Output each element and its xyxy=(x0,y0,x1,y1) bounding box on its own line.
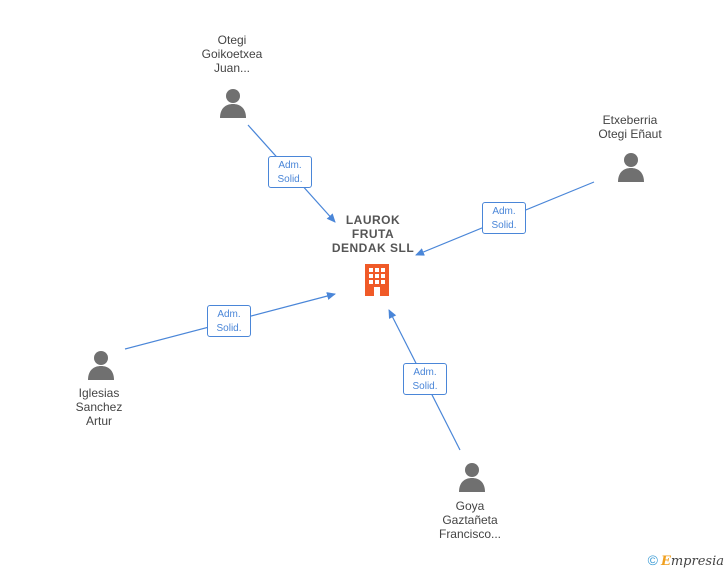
person-name-line: Sanchez xyxy=(75,400,123,414)
role-line: Solid. xyxy=(412,381,438,392)
person-name-otegi[interactable]: Otegi Goikoetxea Juan... xyxy=(180,33,284,75)
person-name-line: Juan... xyxy=(213,61,251,75)
person-name-line: Francisco... xyxy=(438,527,501,541)
person-icon[interactable] xyxy=(218,88,248,118)
person-name-line: Otegi xyxy=(217,33,247,47)
brand-initial: E xyxy=(660,554,671,569)
role-line: Adm. xyxy=(278,160,302,171)
role-badge-etxeberria[interactable]: Adm. Solid. xyxy=(482,202,526,234)
person-name-line: Otegi Eñaut xyxy=(598,127,662,141)
company-name-line: FRUTA xyxy=(351,227,395,241)
person-name-line: Goikoetxea xyxy=(201,47,263,61)
person-name-etxeberria[interactable]: Etxeberria Otegi Eñaut xyxy=(574,113,686,141)
person-icon[interactable] xyxy=(86,350,116,380)
person-name-line: Goya xyxy=(455,499,485,513)
footer-brand[interactable]: ©Empresia xyxy=(648,552,724,569)
person-name-line: Iglesias xyxy=(78,386,120,400)
role-line: Solid. xyxy=(216,323,242,334)
company-name-line: LAUROK xyxy=(345,213,401,227)
person-name-line: Gaztañeta xyxy=(442,513,498,527)
person-icon[interactable] xyxy=(616,152,646,182)
person-name-goya[interactable]: Goya Gaztañeta Francisco... xyxy=(420,499,520,541)
brand-name: mpresia xyxy=(670,554,724,569)
person-name-line: Etxeberria xyxy=(602,113,658,127)
person-icon[interactable] xyxy=(457,462,487,492)
brand-logo: Empresia xyxy=(661,554,724,569)
role-line: Adm. xyxy=(413,367,437,378)
copyright-icon: © xyxy=(647,552,658,568)
role-line: Solid. xyxy=(277,174,303,185)
role-badge-otegi[interactable]: Adm. Solid. xyxy=(268,156,312,188)
role-line: Solid. xyxy=(491,220,517,231)
building-icon[interactable] xyxy=(362,262,392,298)
role-badge-goya[interactable]: Adm. Solid. xyxy=(403,363,447,395)
company-name-line: DENDAK SLL xyxy=(331,241,415,255)
role-badge-iglesias[interactable]: Adm. Solid. xyxy=(207,305,251,337)
person-name-line: Artur xyxy=(85,414,112,428)
company-name[interactable]: LAUROK FRUTA DENDAK SLL xyxy=(318,213,428,255)
role-line: Adm. xyxy=(217,309,241,320)
person-name-iglesias[interactable]: Iglesias Sanchez Artur xyxy=(50,386,148,428)
role-line: Adm. xyxy=(492,206,516,217)
